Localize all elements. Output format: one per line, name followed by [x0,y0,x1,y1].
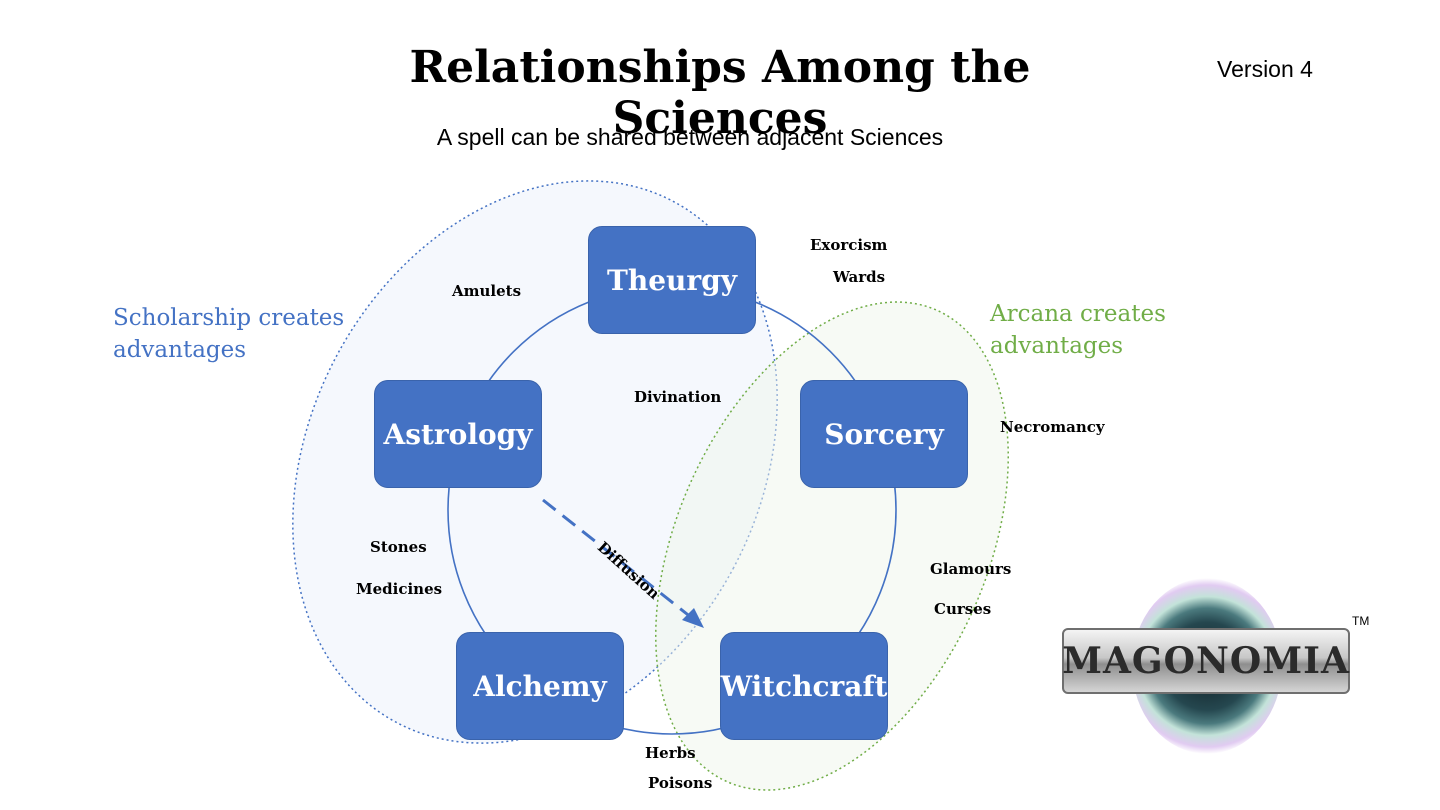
node-alchemy[interactable]: Alchemy [456,632,624,740]
label-glamours: Glamours [930,560,1012,578]
arcana-label-line2: advantages [990,333,1124,359]
label-necromancy: Necromancy [1000,418,1105,436]
diffusion-arrow [542,498,693,620]
label-exorcism: Exorcism [810,236,888,254]
logo-text: MAGONOMIA [1062,628,1350,694]
label-amulets: Amulets [452,282,522,300]
label-stones: Stones [370,538,427,556]
label-medicines: Medicines [356,580,443,598]
node-sorcery[interactable]: Sorcery [800,380,968,488]
page-title: Relationships Among the Sciences [409,42,1031,144]
version-label: Version 4 [1217,56,1313,82]
node-theurgy[interactable]: Theurgy [588,226,756,334]
arcana-label-line1: Arcana creates [990,301,1166,327]
node-astrology[interactable]: Astrology [374,380,542,488]
trademark-mark: TM [1352,614,1370,628]
node-witchcraft[interactable]: Witchcraft [720,632,888,740]
label-herbs: Herbs [645,744,696,762]
scholarship-label-line2: advantages [113,337,247,363]
label-curses: Curses [934,600,992,618]
label-poisons: Poisons [648,774,713,792]
arcana-label: Arcana creates advantages [990,298,1166,362]
scholarship-label-line1: Scholarship creates [113,305,345,331]
scholarship-label: Scholarship creates advantages [113,302,344,366]
page-subtitle: A spell can be shared between adjacent S… [436,124,944,150]
diffusion-arrowhead [682,608,704,628]
label-divination: Divination [634,388,722,406]
magonomia-logo: MAGONOMIA [1062,578,1352,754]
label-wards: Wards [833,268,886,286]
